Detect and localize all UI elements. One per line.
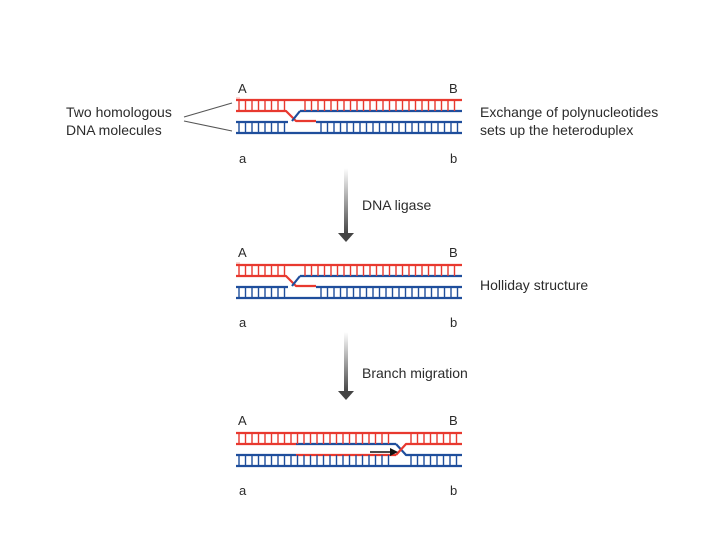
stage1-end-B: B [449,81,458,96]
step-label-dna-ligase: DNA ligase [362,197,432,213]
stage2-red-crossing-strand [236,274,316,288]
stage2-end-A: A [238,245,247,260]
stage1-blue-crossing-strand [291,110,301,122]
dna-ligase-arrow-head [338,233,354,242]
branch-migration-step-arrow-shaft [344,332,348,392]
stage1-end-b: b [450,151,458,166]
stage3-end-B: B [449,413,458,428]
molecules-label-line1: Two homologous [66,104,172,120]
stage3-end-A: A [238,413,247,428]
stage3-end-b: b [450,483,458,498]
dna-ligase-arrow-shaft [344,168,348,234]
molecules-callout-line-top [183,102,233,118]
molecules-callout-line-bottom [183,120,233,132]
molecules-label-line2: DNA molecules [66,122,162,138]
holliday-structure-label: Holliday structure [480,277,589,293]
exchange-label-line2: sets up the heteroduplex [480,122,634,138]
stage2-end-a: a [239,315,247,330]
exchange-label-line1: Exchange of polynucleotides [480,104,659,120]
stage1-end-a: a [239,151,247,166]
stage3-end-a: a [239,483,247,498]
stage2-end-B: B [449,245,458,260]
step-label-branch-migration: Branch migration [362,365,468,381]
stage2-end-b: b [450,315,458,330]
branch-migration-step-arrow-head [338,391,354,400]
stage1-red-crossing-strand [236,109,316,123]
branch-migration-arrowhead [390,448,398,456]
stage2-blue-crossing-strand [291,275,301,287]
stage1-end-A: A [238,81,247,96]
